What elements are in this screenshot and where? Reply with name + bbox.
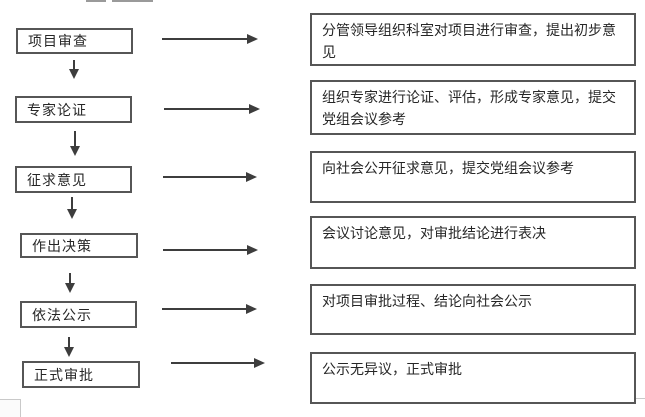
arrow-right-shaft [162,38,248,40]
arrow-down-head-icon [67,209,77,219]
crop-artifact-top-left-segment [86,0,106,2]
arrow-right-shaft [163,249,248,251]
arrow-down-head-icon [64,347,74,357]
arrow-right-head-icon [246,172,257,182]
arrow-down-shaft [74,131,76,147]
arrow-down-head-icon [65,283,75,293]
step-label-4: 作出决策 [32,238,92,255]
step-box-6: 正式审批 [22,361,140,388]
arrow-right-2 [164,104,260,114]
step-label-2: 专家论证 [27,102,87,119]
arrow-right-head-icon [249,104,260,114]
arrow-right-5 [162,304,257,314]
step-box-5: 依法公示 [20,301,137,328]
arrow-right-3 [163,172,257,182]
arrow-down-shaft [69,273,71,284]
arrow-right-head-icon [247,34,258,44]
step-box-4: 作出决策 [20,233,138,258]
step-label-3: 征求意见 [27,172,87,189]
arrow-down-shaft [68,337,70,348]
step-desc-5: 对项目审批过程、结论向社会公示 [310,284,636,335]
arrow-right-shaft [171,362,255,364]
arrow-right-shaft [164,108,250,110]
arrow-right-1 [162,34,258,44]
arrow-down-head-icon [70,146,80,156]
step-box-2: 专家论证 [15,96,132,123]
step-desc-1: 分管领导组织科室对项目进行审查，提出初步意见 [310,13,636,66]
arrow-down-1 [69,60,79,79]
arrow-down-shaft [73,60,75,70]
crop-artifact-bottom-left-box [0,399,21,417]
step-desc-3: 向社会公开征求意见，提交党组会议参考 [310,151,636,203]
arrow-down-2 [70,131,80,156]
arrow-down-5 [64,337,74,357]
arrow-right-head-icon [246,304,257,314]
crop-artifact-top-right-segment [112,0,153,2]
crop-artifact-bottom-right-line [636,398,645,399]
step-label-6: 正式审批 [34,367,94,384]
step-desc-6: 公示无异议，正式审批 [310,352,636,404]
step-box-3: 征求意见 [15,166,132,193]
arrow-down-4 [65,273,75,293]
step-label-5: 依法公示 [32,307,92,324]
step-desc-2: 组织专家进行论证、评估，形成专家意见，提交党组会议参考 [310,80,636,135]
arrow-down-3 [67,197,77,219]
step-box-1: 项目审查 [16,28,133,54]
arrow-right-shaft [162,308,247,310]
arrow-right-head-icon [254,358,265,368]
step-desc-4: 会议讨论意见，对审批结论进行表决 [310,216,636,269]
arrow-right-6 [171,358,265,368]
arrow-right-4 [163,245,258,255]
arrow-right-head-icon [247,245,258,255]
arrow-down-shaft [71,197,73,210]
arrow-down-head-icon [69,69,79,79]
step-label-1: 项目审查 [28,34,88,50]
arrow-right-shaft [163,176,247,178]
